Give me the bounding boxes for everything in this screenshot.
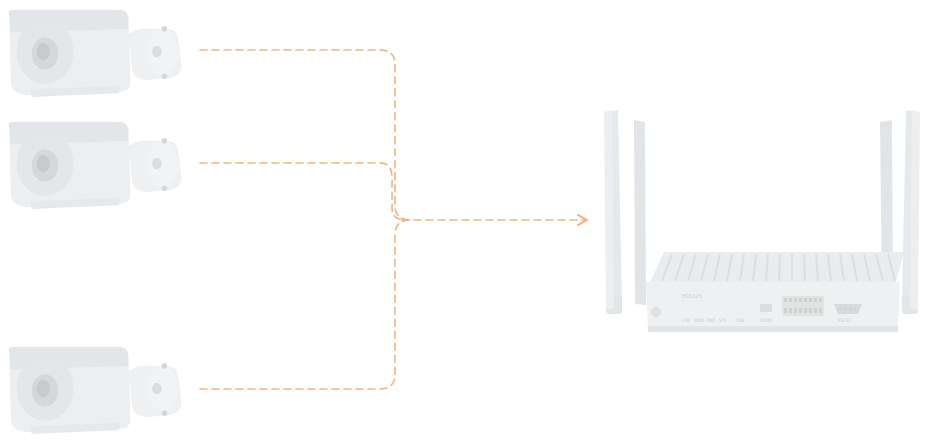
gateway-port-labels: LAN WAN PWR SYS USB RS485 RS232 — [682, 318, 851, 323]
connector-camera-1 — [199, 49, 411, 221]
bullet-camera-icon — [8, 9, 182, 98]
connector-camera-2 — [199, 162, 407, 221]
port-label: RS485 — [760, 318, 773, 323]
port-label: RS232 — [838, 318, 851, 323]
port-label: PWR — [706, 318, 715, 323]
port-label: USB — [736, 318, 744, 323]
gateway-model-label: EG5120 — [682, 294, 702, 300]
edge-gateway-router-icon: EG5120 LAN WAN PWR SYS USB RS485 RS232 — [604, 110, 920, 332]
bullet-camera-icon — [8, 121, 182, 210]
port-label: SYS — [719, 318, 727, 323]
port-label: LAN — [682, 318, 690, 323]
terminal-block — [782, 296, 824, 316]
camera-2 — [8, 121, 182, 210]
connector-camera-3 — [199, 219, 411, 390]
camera-3 — [8, 346, 182, 435]
bullet-camera-icon — [8, 346, 182, 435]
camera-1 — [8, 9, 182, 98]
serial-port — [834, 304, 862, 314]
connector-lines — [199, 49, 588, 390]
port-label: WAN — [694, 318, 703, 323]
